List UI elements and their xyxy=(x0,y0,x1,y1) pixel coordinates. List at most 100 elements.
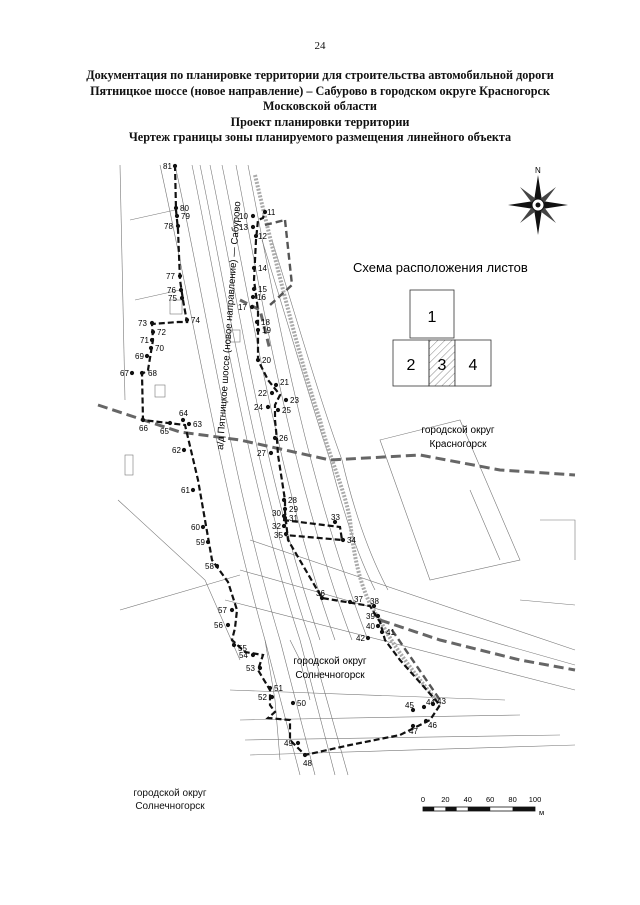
boundary-point-label-45: 45 xyxy=(405,701,414,710)
boundary-point-label-19: 19 xyxy=(262,326,271,335)
boundary-point-label-77: 77 xyxy=(166,272,175,281)
label-krasnogorsk: городской округ Красногорск xyxy=(421,425,495,450)
boundary-point-label-44: 44 xyxy=(426,698,435,707)
boundary-point-label-21: 21 xyxy=(280,378,289,387)
boundary-point-68 xyxy=(139,370,145,376)
boundary-point-39 xyxy=(375,613,381,619)
boundary-point-label-71: 71 xyxy=(140,336,149,345)
boundary-point-label-39: 39 xyxy=(366,612,375,621)
boundary-point-18 xyxy=(254,319,260,325)
boundary-point-label-60: 60 xyxy=(191,523,200,532)
boundary-point-33 xyxy=(332,519,338,525)
boundary-point-label-73: 73 xyxy=(138,319,147,328)
boundary-point-label-13: 13 xyxy=(239,223,248,232)
boundary-point-label-58: 58 xyxy=(205,562,214,571)
boundary-point-42 xyxy=(365,635,371,641)
boundary-point-label-14: 14 xyxy=(258,264,267,273)
boundary-point-label-42: 42 xyxy=(356,634,365,643)
boundary-point-label-51: 51 xyxy=(274,684,283,693)
boundary-point-34 xyxy=(340,537,346,543)
boundary-point-69 xyxy=(144,353,150,359)
boundary-point-label-70: 70 xyxy=(155,344,164,353)
scale-tick-0: 0 xyxy=(421,795,425,804)
boundary-point-70 xyxy=(148,345,154,351)
sheet-3 xyxy=(428,339,456,387)
boundary-point-label-61: 61 xyxy=(181,486,190,495)
boundary-point-16 xyxy=(250,294,256,300)
sheet-scheme: Схема расположения листов 1 2 3 4 xyxy=(353,260,528,387)
boundary-point-label-55: 55 xyxy=(238,644,247,653)
boundary-point-58 xyxy=(214,563,220,569)
boundary-point-label-59: 59 xyxy=(196,538,205,547)
boundary-point-56 xyxy=(225,622,231,628)
boundary-point-19 xyxy=(255,327,261,333)
boundary-point-label-52: 52 xyxy=(258,693,267,702)
boundary-point-45 xyxy=(410,707,416,713)
scale-tick-80: 80 xyxy=(508,795,516,804)
boundary-point-label-36: 36 xyxy=(316,589,325,598)
boundary-point-label-33: 33 xyxy=(331,513,340,522)
boundary-point-label-64: 64 xyxy=(179,409,188,418)
boundary-point-28 xyxy=(281,497,287,503)
boundary-point-label-20: 20 xyxy=(262,356,271,365)
boundary-point-label-38: 38 xyxy=(370,597,379,606)
sheet-3-label: 3 xyxy=(438,357,447,374)
base-map xyxy=(117,164,576,776)
boundary-point-47 xyxy=(410,723,416,729)
boundary-point-38 xyxy=(371,603,377,609)
boundary-point-label-27: 27 xyxy=(257,449,266,458)
boundary-point-label-49: 49 xyxy=(284,739,293,748)
district-label-line-1: городской округ xyxy=(421,425,495,436)
boundary-point-label-54: 54 xyxy=(239,651,248,660)
boundary-point-label-34: 34 xyxy=(347,536,356,545)
boundary-point-label-57: 57 xyxy=(218,606,227,615)
boundary-point-label-30: 30 xyxy=(272,509,281,518)
boundary-point-13 xyxy=(250,224,256,230)
boundary-point-43 xyxy=(430,701,436,707)
boundary-point-35 xyxy=(283,531,289,537)
label-solnechnogorsk-map: городской округ Солнечногорск xyxy=(293,656,367,681)
boundary-point-25 xyxy=(275,407,281,413)
boundary-point-30 xyxy=(281,513,287,519)
scale-tick-20: 20 xyxy=(441,795,449,804)
boundary-point-label-43: 43 xyxy=(437,697,446,706)
boundary-point-53 xyxy=(257,665,263,671)
boundary-point-label-31: 31 xyxy=(289,514,298,523)
boundary-point-62 xyxy=(181,447,187,453)
sheet-1 xyxy=(409,289,455,339)
boundary-point-label-24: 24 xyxy=(254,403,263,412)
boundary-point-12 xyxy=(253,233,259,239)
boundary-point-65 xyxy=(167,420,173,426)
boundary-point-label-12: 12 xyxy=(258,232,267,241)
boundary-point-76 xyxy=(178,287,184,293)
road-label: а/д Пятницкое шоссе (новое направление) … xyxy=(215,201,243,450)
boundary-point-label-32: 32 xyxy=(272,522,281,531)
sheet-1-label: 1 xyxy=(428,309,437,326)
boundary-point-77 xyxy=(177,273,183,279)
scale-tick-100: 100 xyxy=(529,795,542,804)
district-label-line-2: Красногорск xyxy=(430,439,488,450)
boundary-point-label-53: 53 xyxy=(246,664,255,673)
boundary-point-29 xyxy=(282,506,288,512)
boundary-point-label-41: 41 xyxy=(386,628,395,637)
title-line-2: Пятницкое шоссе (новое направление) – Са… xyxy=(90,83,550,98)
boundary-point-label-63: 63 xyxy=(193,420,202,429)
sheet-2 xyxy=(392,339,430,387)
boundary-point-label-79: 79 xyxy=(181,212,190,221)
boundary-point-22 xyxy=(269,390,275,396)
boundary-point-label-26: 26 xyxy=(279,434,288,443)
title-line-5: Чертеж границы зоны планируемого размеще… xyxy=(128,130,512,144)
boundary-point-label-25: 25 xyxy=(282,406,291,415)
boundary-point-64 xyxy=(180,417,186,423)
boundary-point-14 xyxy=(251,265,257,271)
planning-boundary xyxy=(140,164,442,757)
boundary-point-74 xyxy=(184,317,190,323)
boundary-point-label-66: 66 xyxy=(139,424,148,433)
boundary-point-label-47: 47 xyxy=(409,727,418,736)
district-border-north xyxy=(97,403,576,477)
boundary-point-81 xyxy=(172,163,178,169)
district-label-line-2: Солнечногорск xyxy=(295,670,365,681)
boundary-point-label-10: 10 xyxy=(239,212,248,221)
boundary-point-label-72: 72 xyxy=(157,328,166,337)
